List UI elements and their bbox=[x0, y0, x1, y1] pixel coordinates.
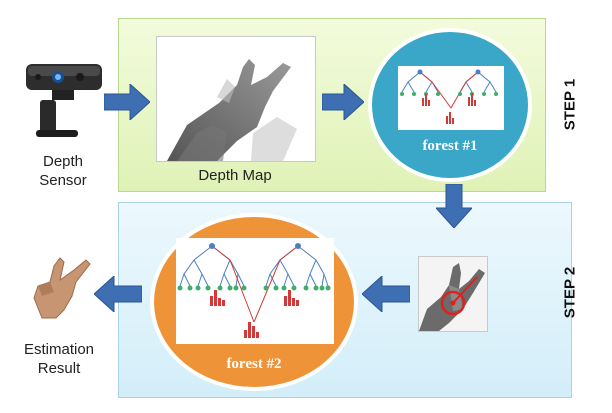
hand-silhouette-icon bbox=[167, 59, 297, 161]
forest1-circle bbox=[368, 28, 532, 182]
estimation-hand-icon bbox=[33, 257, 91, 319]
forest1-label: forest #1 bbox=[422, 138, 478, 154]
arrow-sensor-to-map bbox=[104, 84, 150, 120]
arrow-forest2-to-result bbox=[94, 276, 142, 312]
hand-crop-image bbox=[418, 256, 488, 332]
step1-label: STEP 1 bbox=[561, 78, 579, 131]
depth-map-image bbox=[156, 36, 316, 162]
forest2-trees bbox=[177, 243, 331, 338]
arrow-crop-to-forest2 bbox=[362, 276, 410, 312]
estimation-line2: Result bbox=[37, 360, 81, 377]
forest1-trees bbox=[400, 69, 498, 124]
arrow-forest1-down bbox=[436, 184, 472, 228]
target-circle-icon bbox=[440, 276, 478, 316]
depth-map-caption: Depth Map bbox=[198, 167, 272, 184]
forest2-circle bbox=[150, 213, 358, 391]
depth-sensor-line2: Sensor bbox=[39, 172, 87, 189]
estimation-caption: Estimation Result bbox=[4, 340, 114, 378]
arrow-map-to-forest1 bbox=[322, 84, 364, 120]
depth-sensor-line1: Depth bbox=[42, 153, 84, 170]
depth-sensor-caption: Depth Sensor bbox=[20, 152, 106, 190]
forest2-label: forest #2 bbox=[226, 356, 282, 372]
estimation-line1: Estimation bbox=[23, 341, 95, 358]
depth-camera-icon bbox=[26, 64, 102, 137]
step2-label: STEP 2 bbox=[561, 266, 579, 319]
